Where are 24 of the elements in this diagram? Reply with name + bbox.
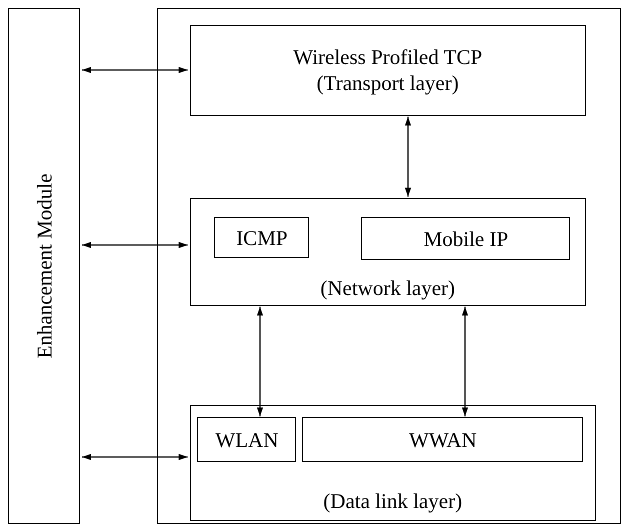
arrow xyxy=(462,306,468,416)
protocol-box xyxy=(197,417,296,462)
label-text: Mobile IP xyxy=(424,226,508,252)
arrow xyxy=(82,242,188,248)
label-text: (Transport layer) xyxy=(316,70,459,96)
arrow xyxy=(82,66,188,74)
label-text: WWAN xyxy=(409,426,477,453)
label-text: WLAN xyxy=(215,426,278,453)
layer-box xyxy=(190,404,596,521)
label-text: ICMP xyxy=(236,224,288,251)
arrow xyxy=(404,116,412,197)
label-text: Wireless Profiled TCP xyxy=(293,44,482,70)
layer-box xyxy=(190,198,586,306)
layer-frame xyxy=(157,8,621,524)
module-box xyxy=(8,8,80,524)
label-text: (Network layer) xyxy=(320,274,456,301)
arrow xyxy=(82,454,188,460)
arrow xyxy=(256,306,264,416)
protocol-box xyxy=(190,24,586,116)
protocol-box xyxy=(214,217,310,258)
protocol-box xyxy=(361,217,570,260)
label-text: Enhancement Module xyxy=(31,174,57,358)
protocol-box xyxy=(302,417,584,462)
label-text: (Data link layer) xyxy=(323,488,462,514)
